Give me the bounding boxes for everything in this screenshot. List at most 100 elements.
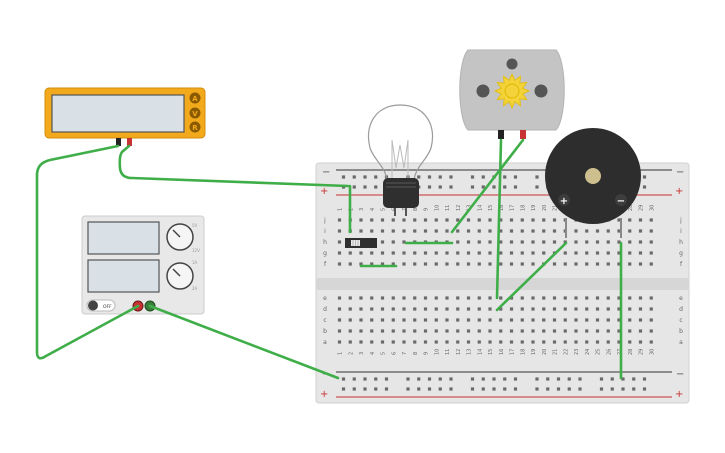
rail-hole[interactable] [513,387,518,391]
breadboard-hole[interactable] [434,251,438,255]
breadboard-hole[interactable] [606,296,610,300]
breadboard-hole[interactable] [434,296,438,300]
rail-hole[interactable] [503,387,507,391]
slide-switch[interactable] [345,238,377,248]
breadboard-hole[interactable] [552,262,557,266]
breadboard-hole[interactable] [488,251,492,255]
rail-hole[interactable] [546,387,550,391]
breadboard-hole[interactable] [509,307,514,311]
wire-supply-negative-to-rail[interactable] [148,304,340,380]
breadboard-hole[interactable] [617,218,621,222]
breadboard-hole[interactable] [617,329,621,333]
breadboard-hole[interactable] [337,296,342,300]
breadboard-hole[interactable] [477,318,481,322]
breadboard-hole[interactable] [413,340,417,344]
breadboard-hole[interactable] [638,296,643,300]
breadboard-hole[interactable] [617,340,621,344]
rail-hole[interactable] [417,387,421,391]
rail-hole[interactable] [406,387,410,391]
breadboard-hole[interactable] [617,229,621,233]
breadboard-hole[interactable] [638,329,643,333]
breadboard-hole[interactable] [509,296,514,300]
rail-hole[interactable] [513,175,518,179]
breadboard-hole[interactable] [606,262,610,266]
breadboard-hole[interactable] [445,229,449,233]
breadboard-hole[interactable] [499,229,503,233]
breadboard-hole[interactable] [649,296,653,300]
breadboard-hole[interactable] [380,340,385,344]
breadboard-hole[interactable] [359,251,363,255]
rail-hole[interactable] [481,185,485,189]
breadboard-hole[interactable] [606,329,610,333]
rail-hole[interactable] [363,175,367,179]
rail-hole[interactable] [352,185,356,189]
breadboard-hole[interactable] [552,296,557,300]
breadboard-hole[interactable] [359,340,363,344]
breadboard-hole[interactable] [499,340,503,344]
multimeter[interactable]: A V R [44,87,206,146]
rail-hole[interactable] [567,377,571,381]
breadboard-hole[interactable] [520,251,524,255]
breadboard-hole[interactable] [477,340,481,344]
breadboard-hole[interactable] [456,340,460,344]
breadboard-hole[interactable] [542,340,546,344]
breadboard-hole[interactable] [563,329,567,333]
rail-hole[interactable] [503,377,507,381]
rail-hole[interactable] [642,387,647,391]
breadboard-hole[interactable] [574,296,578,300]
rail-hole[interactable] [492,377,496,381]
breadboard-hole[interactable] [585,307,589,311]
rail-hole[interactable] [427,377,432,381]
breadboard-hole[interactable] [574,229,578,233]
breadboard-hole[interactable] [445,296,449,300]
breadboard-hole[interactable] [380,329,385,333]
breadboard-hole[interactable] [520,307,524,311]
breadboard-hole[interactable] [617,251,621,255]
rail-hole[interactable] [427,387,432,391]
breadboard-hole[interactable] [617,262,621,266]
breadboard-hole[interactable] [638,240,643,244]
breadboard-hole[interactable] [391,218,395,222]
breadboard-hole[interactable] [509,240,514,244]
breadboard-hole[interactable] [445,262,449,266]
rail-hole[interactable] [503,185,507,189]
breadboard-hole[interactable] [585,329,589,333]
breadboard-hole[interactable] [391,229,395,233]
breadboard-hole[interactable] [370,251,374,255]
rail-hole[interactable] [449,377,453,381]
breadboard-hole[interactable] [456,251,460,255]
breadboard-hole[interactable] [456,218,460,222]
rail-hole[interactable] [492,185,496,189]
breadboard-hole[interactable] [466,340,471,344]
breadboard-hole[interactable] [337,329,342,333]
breadboard-hole[interactable] [391,307,395,311]
breadboard-hole[interactable] [445,307,449,311]
rail-hole[interactable] [503,175,507,179]
breadboard-hole[interactable] [563,340,567,344]
breadboard-hole[interactable] [413,262,417,266]
breadboard-hole[interactable] [585,229,589,233]
rail-hole[interactable] [341,387,346,391]
breadboard-hole[interactable] [531,307,535,311]
power-supply[interactable]: 5V 12V 1A 2A OFF [81,215,205,315]
breadboard-hole[interactable] [595,329,600,333]
rail-hole[interactable] [438,175,442,179]
rail-hole[interactable] [642,175,647,179]
breadboard-hole[interactable] [606,318,610,322]
breadboard-hole[interactable] [337,251,342,255]
breadboard-hole[interactable] [337,229,342,233]
breadboard-hole[interactable] [434,329,438,333]
breadboard-hole[interactable] [509,251,514,255]
breadboard-hole[interactable] [466,218,471,222]
breadboard-hole[interactable] [380,262,385,266]
breadboard-hole[interactable] [413,218,417,222]
breadboard-hole[interactable] [638,262,643,266]
breadboard-hole[interactable] [488,218,492,222]
breadboard-hole[interactable] [628,229,632,233]
breadboard-hole[interactable] [391,251,395,255]
breadboard-hole[interactable] [499,240,503,244]
breadboard-hole[interactable] [477,251,481,255]
rail-hole[interactable] [406,377,410,381]
wire-buzzer-plus-to-board[interactable] [495,241,568,312]
